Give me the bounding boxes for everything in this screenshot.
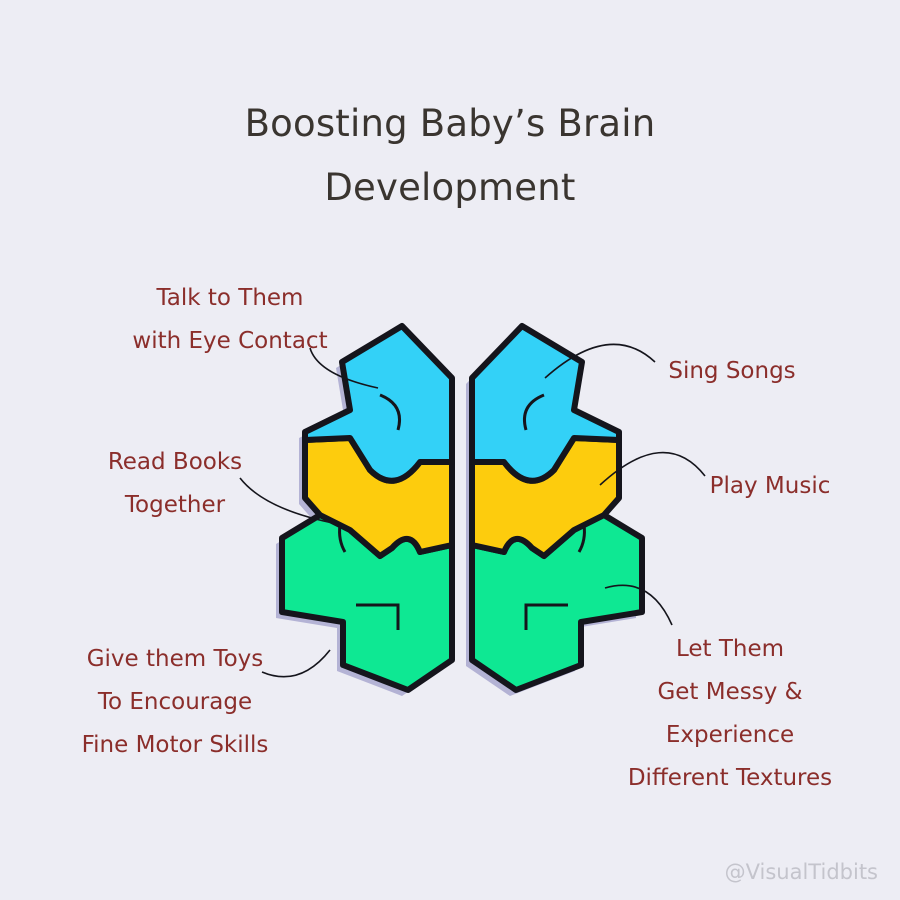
label-line: Get Messy & [657, 679, 803, 705]
label-line: Sing Songs [668, 358, 796, 384]
connector-messy [604, 584, 673, 626]
label-line: Fine Motor Skills [81, 732, 269, 758]
label-line: To Encourage [97, 689, 253, 715]
label-line: Talk to Them [156, 285, 304, 311]
connector-toys [261, 649, 331, 678]
watermark-credit: @VisualTidbits [724, 860, 878, 884]
label-talk-eye-contact: Talk to Them with Eye Contact [120, 277, 340, 363]
label-sing-songs: Sing Songs [652, 350, 812, 393]
label-line: Read Books [107, 449, 243, 475]
label-line: Different Textures [627, 765, 833, 791]
label-read-books: Read Books Together [85, 441, 265, 527]
right-blue-piece [469, 323, 622, 484]
label-line: Play Music [709, 473, 831, 499]
label-get-messy: Let Them Get Messy & Experience Differen… [600, 628, 860, 800]
title-line-1: Boosting Baby’s Brain [244, 102, 656, 145]
connector-lines [239, 343, 706, 678]
connector-sing [544, 343, 656, 379]
connector-music [599, 451, 706, 486]
label-line: Experience [665, 722, 795, 748]
left-hemisphere [279, 323, 455, 693]
label-play-music: Play Music [690, 465, 850, 508]
label-give-toys: Give them Toys To Encourage Fine Motor S… [55, 638, 295, 767]
label-line: Let Them [675, 636, 785, 662]
brain-fold-lines [338, 393, 586, 630]
connector-read [239, 477, 339, 525]
label-line: Together [124, 492, 226, 518]
title-line-2: Development [324, 166, 576, 209]
left-blue-piece [302, 323, 455, 484]
connector-talk [309, 347, 379, 389]
page-title: Boosting Baby’s Brain Development [0, 92, 900, 220]
right-hemisphere [469, 323, 645, 693]
label-line: with Eye Contact [132, 328, 328, 354]
label-line: Give them Toys [86, 646, 264, 672]
